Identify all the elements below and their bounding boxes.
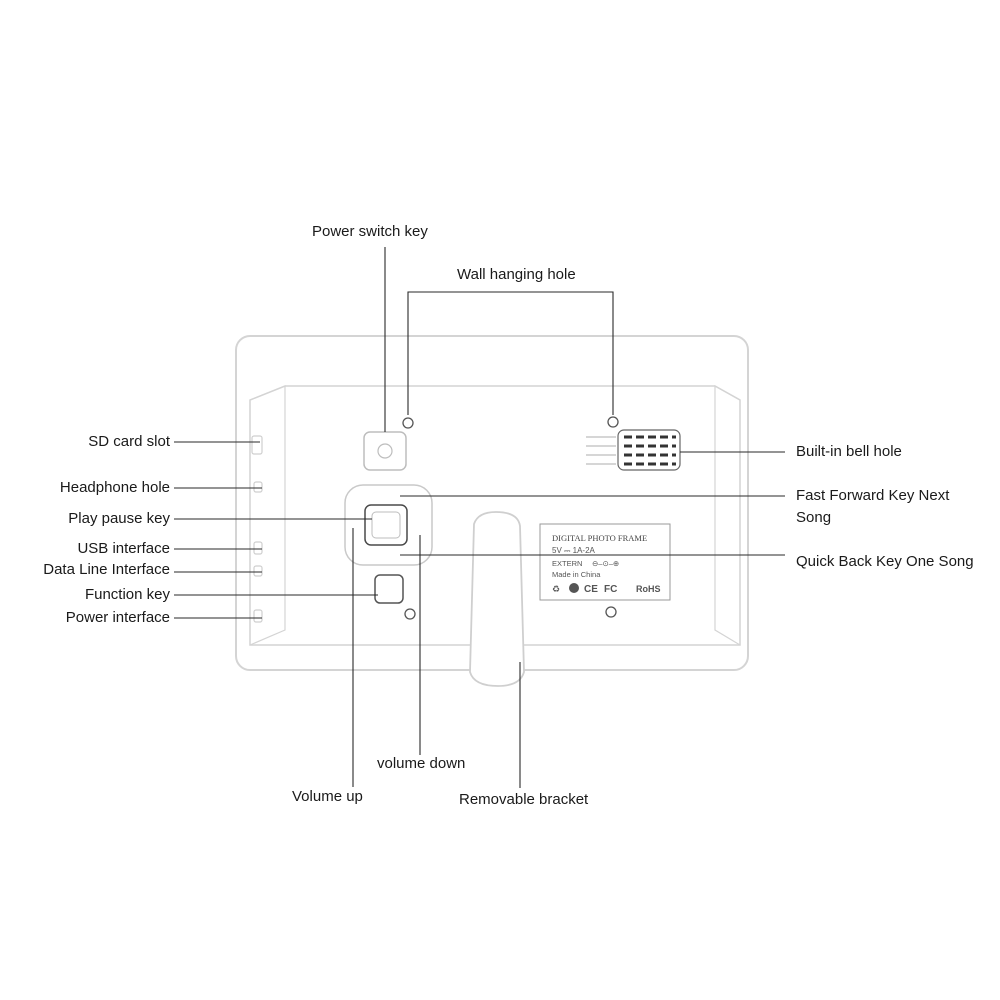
speaker-grille-frame xyxy=(617,429,681,471)
frame-side-left-bevel xyxy=(249,385,286,646)
label-play-pause-key: Play pause key xyxy=(68,510,170,527)
nameplate-mark-fc: FC xyxy=(604,584,617,595)
label-built-in-bell-hole: Built-in bell hole xyxy=(796,443,902,460)
wall-hanging-screws xyxy=(402,416,619,620)
label-volume-down: volume down xyxy=(377,755,466,772)
screw-left-icon xyxy=(402,417,414,429)
label-data-line-interface: Data Line Interface xyxy=(43,561,170,578)
nameplate-border xyxy=(539,523,671,601)
side-ports xyxy=(251,435,263,623)
control-cluster-surround xyxy=(344,484,433,566)
power-switch-key[interactable] xyxy=(363,431,407,471)
frame-side-right-bevel xyxy=(714,384,741,646)
usb-interface-port xyxy=(253,541,263,555)
label-power-switch-key: Power switch key xyxy=(312,223,428,240)
headphone-hole-port xyxy=(253,481,263,493)
leader-lines xyxy=(174,247,785,788)
label-usb-interface: USB interface xyxy=(77,540,170,557)
label-sd-card-slot: SD card slot xyxy=(88,433,170,450)
power-icon xyxy=(377,443,393,459)
nameplate-made-in: Made in China xyxy=(552,570,601,579)
screw-right-icon xyxy=(607,416,619,428)
label-headphone-hole: Headphone hole xyxy=(59,479,170,496)
label-function-key: Function key xyxy=(84,586,170,603)
label-quick-back-key: Quick Back Key One Song xyxy=(796,553,974,570)
nameplate-title: DIGITAL PHOTO FRAME xyxy=(552,533,647,543)
leader-wall-hanging xyxy=(407,291,614,415)
nameplate-rating: 5V ⎓ 1A-2A xyxy=(552,546,596,555)
screw-bottom-left-icon xyxy=(404,608,416,620)
play-pause-key-inner xyxy=(371,511,401,539)
speaker-grille xyxy=(586,429,681,471)
nameplate-extern: EXTERN xyxy=(552,559,582,568)
nameplate: DIGITAL PHOTO FRAME 5V ⎓ 1A-2A EXTERN ⊖–… xyxy=(539,523,671,601)
label-volume-up: Volume up xyxy=(292,788,363,805)
label-wall-hanging-hole: Wall hanging hole xyxy=(457,266,576,283)
label-removable-bracket: Removable bracket xyxy=(459,791,589,808)
screw-bottom-right-icon xyxy=(605,606,617,618)
sd-card-slot-port xyxy=(251,435,263,455)
power-interface-port xyxy=(253,609,263,623)
removable-bracket[interactable] xyxy=(469,511,525,687)
weee-bin-icon: ♻ xyxy=(552,584,560,594)
label-fast-forward-key: Fast Forward Key Next Song xyxy=(796,487,950,526)
data-line-port xyxy=(253,565,263,577)
function-key[interactable] xyxy=(374,574,404,604)
label-power-interface: Power interface xyxy=(65,609,170,626)
polarity-icon: ⊖–⊙–⊕ xyxy=(592,559,619,568)
nameplate-mark-rohs: RoHS xyxy=(636,584,661,594)
nameplate-mark-ce: CE xyxy=(584,584,598,595)
ccc-mark-icon xyxy=(569,583,579,593)
